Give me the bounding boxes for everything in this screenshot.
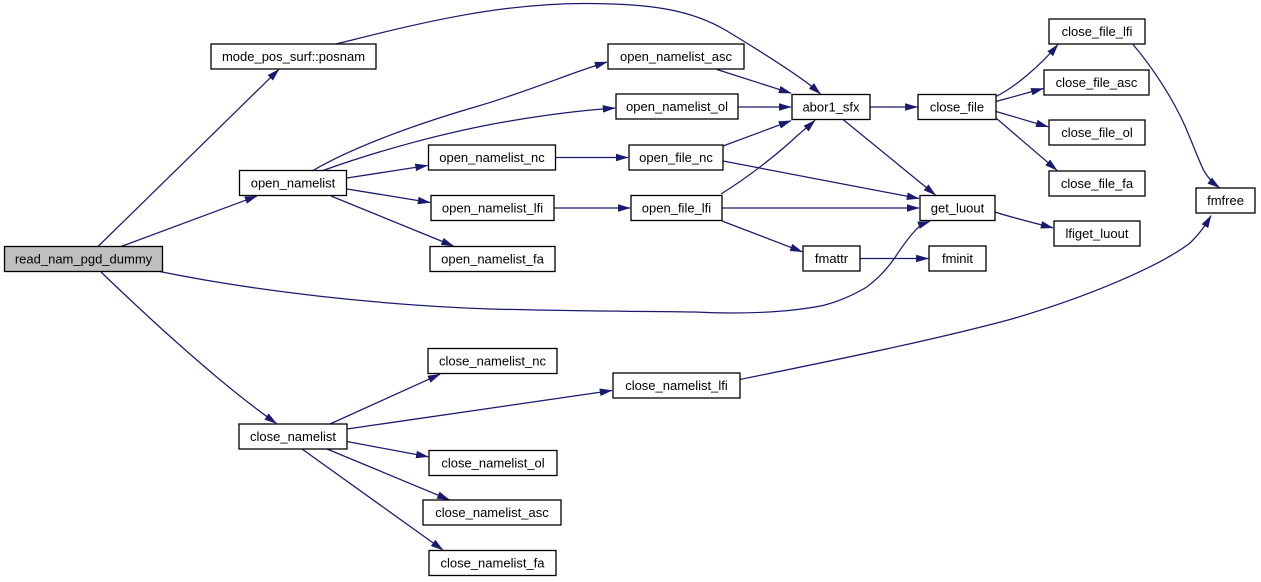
svg-text:close_namelist: close_namelist <box>250 429 336 444</box>
svg-text:close_file_fa: close_file_fa <box>1061 176 1134 191</box>
svg-text:open_namelist: open_namelist <box>251 176 336 191</box>
svg-text:fmattr: fmattr <box>815 251 849 266</box>
svg-text:close_file_asc: close_file_asc <box>1056 75 1138 90</box>
svg-text:abor1_sfx: abor1_sfx <box>802 100 860 115</box>
svg-text:close_namelist_lfi: close_namelist_lfi <box>625 378 728 393</box>
svg-text:close_namelist_ol: close_namelist_ol <box>441 456 544 471</box>
svg-text:close_file_ol: close_file_ol <box>1061 125 1133 140</box>
svg-text:fmfree: fmfree <box>1207 193 1244 208</box>
svg-text:close_file: close_file <box>930 100 984 115</box>
svg-text:lfiget_luout: lfiget_luout <box>1066 226 1129 241</box>
svg-text:open_namelist_fa: open_namelist_fa <box>441 252 544 267</box>
svg-text:close_file_lfi: close_file_lfi <box>1062 24 1133 39</box>
svg-text:mode_pos_surf::posnam: mode_pos_surf::posnam <box>222 49 365 64</box>
svg-text:open_namelist_lfi: open_namelist_lfi <box>442 201 543 216</box>
svg-text:open_file_nc: open_file_nc <box>639 150 713 165</box>
svg-text:open_namelist_asc: open_namelist_asc <box>620 49 733 64</box>
svg-text:get_luout: get_luout <box>931 201 985 216</box>
svg-text:open_namelist_ol: open_namelist_ol <box>626 99 728 114</box>
svg-text:open_file_lfi: open_file_lfi <box>642 201 711 216</box>
svg-text:open_namelist_nc: open_namelist_nc <box>439 150 545 165</box>
svg-text:read_nam_pgd_dummy: read_nam_pgd_dummy <box>15 252 153 267</box>
svg-text:close_namelist_nc: close_namelist_nc <box>439 354 546 369</box>
svg-text:fminit: fminit <box>942 251 973 266</box>
svg-text:close_namelist_fa: close_namelist_fa <box>440 556 545 571</box>
svg-text:close_namelist_asc: close_namelist_asc <box>435 505 549 520</box>
